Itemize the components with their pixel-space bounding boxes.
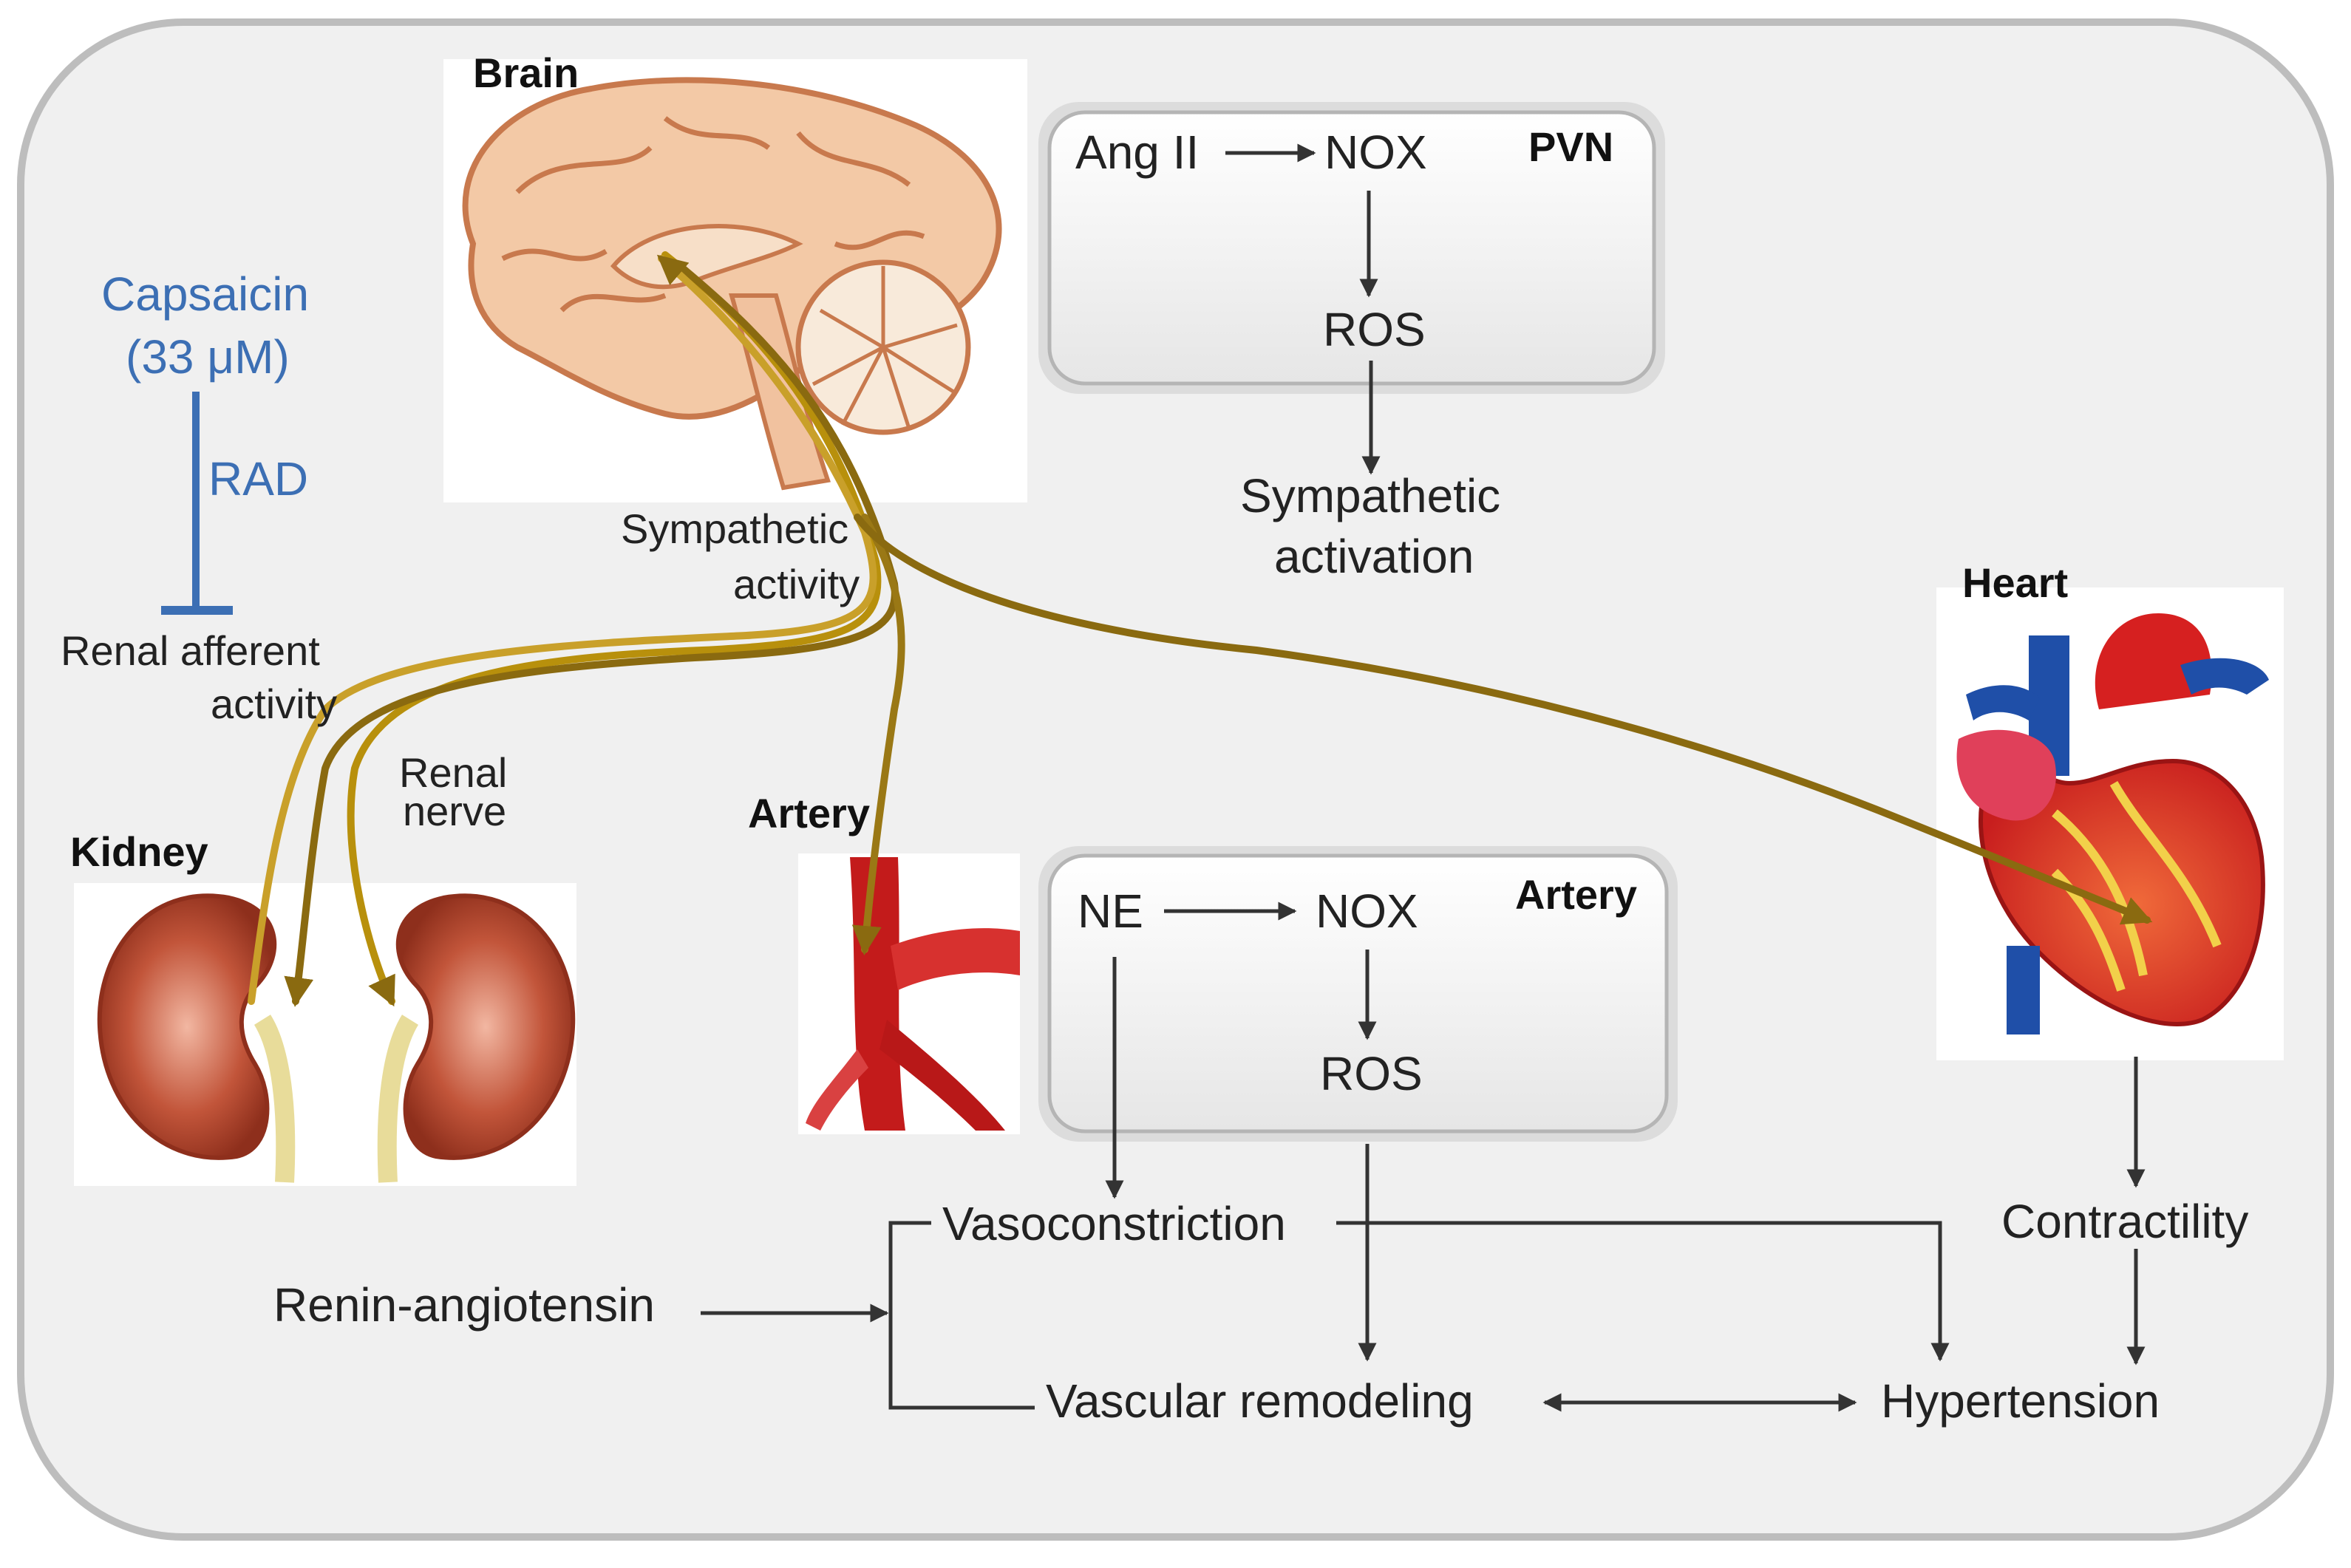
renal-nerve-line1: Renal	[399, 749, 507, 796]
sympathetic-activity-line2: activity	[733, 561, 860, 607]
brain-illustration	[443, 59, 1027, 502]
renin-angiotensin-label: Renin-angiotensin	[273, 1278, 655, 1332]
artery-ros: ROS	[1320, 1047, 1423, 1100]
nerve-to-left-kidney	[284, 262, 899, 1007]
arrow-vasoconstriction-hypertension	[1336, 1221, 1950, 1362]
sympathetic-activity-line1: Sympathetic	[621, 505, 848, 552]
renal-afferent-line2: activity	[211, 681, 337, 727]
nerve-fibers	[248, 251, 2153, 1007]
bracket	[888, 1221, 1035, 1410]
brain-label: Brain	[473, 50, 579, 96]
contractility-label: Contractility	[2001, 1195, 2248, 1248]
pvn-label: PVN	[1528, 123, 1613, 170]
artery-box	[1038, 846, 1678, 1142]
pvn-nox: NOX	[1324, 126, 1427, 179]
vascular-remodeling-label: Vascular remodeling	[1046, 1374, 1474, 1428]
kidney-label: Kidney	[70, 828, 208, 875]
sympathetic-activation-line2: activation	[1274, 530, 1474, 583]
renal-afferent-line1: Renal afferent	[61, 627, 320, 674]
artery-ne: NE	[1078, 884, 1143, 938]
sympathetic-activation-line1: Sympathetic	[1240, 469, 1500, 522]
capsaicin-line1: Capsaicin	[101, 267, 309, 321]
pvn-ang2: Ang II	[1075, 126, 1199, 179]
pvn-ros: ROS	[1323, 303, 1426, 356]
pvn-box	[1038, 102, 1665, 394]
artery-illustration	[798, 853, 1020, 1134]
nerve-to-heart	[854, 514, 2153, 925]
vasoconstriction-label: Vasoconstriction	[942, 1197, 1286, 1250]
artery-box-label: Artery	[1515, 871, 1637, 918]
renal-nerve-line2: nerve	[403, 788, 506, 834]
capsaicin-line2: (33 μM)	[126, 330, 290, 384]
artery-organ-label: Artery	[748, 790, 870, 836]
rad-label: RAD	[208, 452, 308, 505]
kidney-illustration	[74, 883, 576, 1186]
heart-illustration	[1936, 587, 2284, 1060]
heart-label: Heart	[1962, 559, 2068, 606]
nerve-to-right-kidney	[347, 251, 882, 1007]
nerve-kidney-afferent	[248, 254, 877, 1005]
hypertension-label: Hypertension	[1881, 1374, 2160, 1428]
nerve-to-artery	[851, 514, 905, 955]
artery-nox: NOX	[1316, 884, 1418, 938]
